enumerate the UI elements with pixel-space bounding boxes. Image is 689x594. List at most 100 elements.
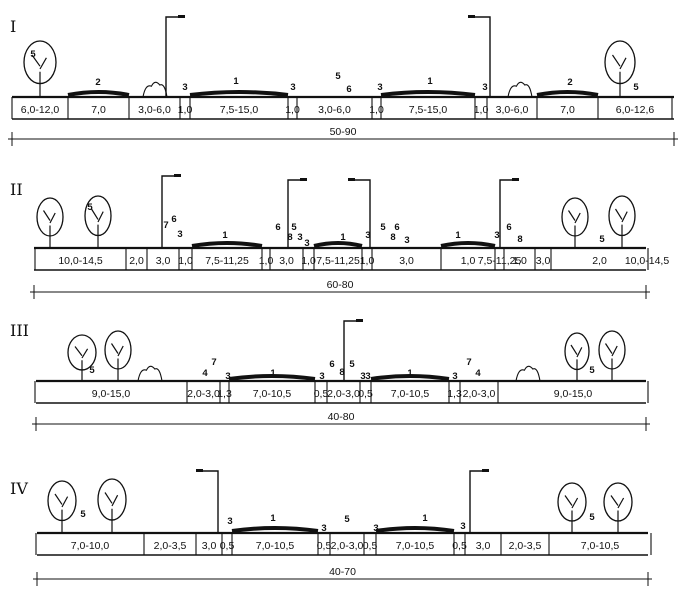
segment-width-label: 7,5-15,0	[220, 104, 259, 116]
segment-width-label: 7,0-10,5	[396, 540, 435, 552]
element-number-label: 3	[227, 516, 232, 527]
element-number-label: 3	[365, 371, 370, 382]
lamp-head-icon	[196, 469, 203, 472]
element-number-label: 6	[275, 222, 280, 233]
element-number-label: 3	[304, 238, 309, 249]
total-width-label: 40-80	[328, 411, 355, 423]
lamp-head-icon	[468, 15, 475, 18]
element-number-label: 3	[365, 230, 370, 241]
element-number-label: 3	[460, 521, 465, 532]
element-number-label: 5	[349, 359, 355, 370]
element-number-label: 5	[589, 512, 595, 523]
tree-crown-icon	[23, 40, 57, 85]
tree-trunk-icon	[110, 343, 124, 381]
segment-width-label: 1,0	[360, 255, 375, 267]
element-number-label: 3	[404, 235, 409, 246]
segment-width-label: 3,0	[536, 255, 551, 267]
tree-crown-icon	[36, 197, 64, 237]
element-number-label: 7	[466, 357, 471, 368]
segment-width-label: 1,0	[301, 255, 316, 267]
segment-width-label: 1,0	[285, 104, 300, 116]
segment-width-label: 9,0-15,0	[92, 388, 131, 400]
element-number-label: 1	[270, 513, 276, 524]
segment-width-label: 1,0	[461, 255, 476, 267]
segment-width-label: 0,5	[363, 540, 378, 552]
segment-width-label: 2,0-3,0	[331, 540, 364, 552]
element-number-label: 3	[182, 82, 187, 93]
lamp-head-icon	[512, 178, 519, 181]
segment-width-label: 0,5	[358, 388, 373, 400]
element-number-label: 4	[475, 368, 481, 379]
segment-width-label: 2,0	[129, 255, 144, 267]
segment-width-label: 1,0	[512, 255, 527, 267]
carriageway-surface	[380, 90, 476, 97]
element-number-label: 7	[163, 220, 168, 231]
segment-width-label: 1,0	[259, 255, 274, 267]
shrub-icon	[142, 81, 168, 98]
element-number-label: 5	[344, 514, 350, 525]
segment-width-label: 10,0-14,5	[58, 255, 103, 267]
segment-width-label: 7,5-11,25	[316, 255, 360, 267]
shrub-icon	[515, 365, 541, 382]
segment-width-label: 7,0-10,5	[391, 388, 430, 400]
lamp-head-icon	[348, 178, 355, 181]
tree-crown-icon	[598, 330, 626, 370]
tree-crown-icon	[67, 334, 97, 371]
element-number-label: 1	[407, 368, 413, 379]
segment-width-label: 3,0	[202, 540, 217, 552]
segment-width-label: 3,0-6,0	[138, 104, 171, 116]
segment-width-label: 7,0	[560, 104, 575, 116]
section-numeral: IV	[10, 479, 28, 498]
segment-width-label: 2,0-3,0	[187, 388, 220, 400]
element-number-label: 3	[494, 230, 499, 241]
element-number-label: 2	[567, 77, 572, 88]
element-number-label: 3	[225, 371, 230, 382]
street-lamp-icon	[343, 320, 360, 381]
segment-width-label: 0,5	[220, 540, 235, 552]
tree-crown-icon	[557, 482, 587, 522]
carriageway-surface	[189, 90, 289, 97]
element-number-label: 7	[211, 357, 216, 368]
tree-trunk-icon	[604, 343, 618, 381]
element-number-label: 1	[455, 230, 461, 241]
segment-width-label: 7,0-10,5	[253, 388, 292, 400]
carriageway-surface	[370, 374, 450, 381]
segment-width-label: 2,0-3,0	[463, 388, 496, 400]
tree-trunk-icon	[54, 493, 69, 533]
lamp-head-icon	[174, 174, 181, 177]
element-number-label: 1	[233, 76, 239, 87]
element-number-label: 8	[339, 367, 344, 378]
carriageway-surface	[231, 526, 319, 533]
element-number-label: 3	[321, 523, 326, 534]
element-number-label: 6	[171, 214, 176, 225]
element-number-label: 5	[291, 222, 297, 233]
carriageway-surface	[67, 90, 130, 97]
element-number-label: 6	[346, 84, 351, 95]
element-number-label: 5	[335, 71, 341, 82]
segment-width-label: 3,0-6,0	[496, 104, 529, 116]
tree-trunk-icon	[90, 208, 104, 248]
street-lamp-icon	[499, 179, 516, 248]
element-number-label: 6	[394, 222, 399, 233]
tree-crown-icon	[97, 478, 127, 521]
lamp-head-icon	[300, 178, 307, 181]
segment-width-label: 0,5	[314, 388, 329, 400]
element-number-label: 5	[633, 82, 639, 93]
street-lamp-icon	[469, 470, 486, 533]
tree-crown-icon	[608, 195, 636, 237]
segment-width-label: 2,0-3,0	[327, 388, 360, 400]
segment-width-label: 7,5-15,0	[409, 104, 448, 116]
element-number-label: 1	[422, 513, 428, 524]
street-lamp-icon	[287, 179, 304, 248]
segment-width-label: 1,3	[447, 388, 462, 400]
segment-width-label: 1,0	[178, 255, 193, 267]
segment-width-label: 7,0-10,5	[256, 540, 295, 552]
element-number-label: 5	[380, 222, 386, 233]
element-number-label: 3	[452, 371, 457, 382]
shrub-icon	[507, 81, 533, 98]
segment-width-label: 3,0	[476, 540, 491, 552]
total-width-label: 60-80	[327, 279, 354, 291]
element-number-label: 8	[390, 232, 395, 243]
